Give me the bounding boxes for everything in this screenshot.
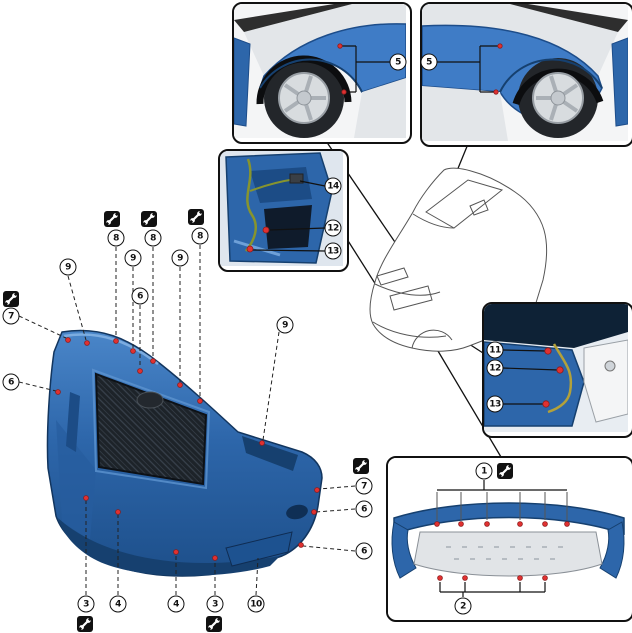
callout-11: 11	[486, 341, 504, 359]
callout-13-side: 13	[486, 395, 504, 413]
leader-lines	[18, 245, 356, 596]
inset-bumper-rear-detail	[218, 149, 349, 272]
bumper-side-detail-graphic	[484, 304, 628, 432]
callout-10: 10	[247, 595, 265, 613]
callout-8-2: 8	[144, 229, 162, 247]
wrench-icon	[104, 211, 120, 227]
front-bumper-cover	[46, 329, 323, 577]
inset-wheel-arch-left	[232, 2, 412, 144]
callout-6-right-upper: 6	[355, 500, 373, 518]
callout-9-1: 9	[59, 258, 77, 276]
callout-7-right: 7	[355, 477, 373, 495]
callout-9-3: 9	[171, 249, 189, 267]
callout-14: 14	[324, 177, 342, 195]
bumper-rear-detail-graphic	[220, 151, 343, 266]
fastener-dots	[55, 337, 320, 561]
callout-13-rear: 13	[324, 242, 342, 260]
inset-wheel-arch-right	[420, 2, 632, 147]
headlamp-recess	[242, 436, 298, 471]
callout-8-3: 8	[191, 227, 209, 245]
grille-mesh	[94, 372, 208, 486]
callout-2: 2	[454, 597, 472, 615]
callout-1: 1	[475, 462, 493, 480]
wheel-arch-left-graphic	[234, 4, 406, 138]
callout-5-right-inset: 5	[420, 53, 438, 71]
wheel-arch-right-graphic	[422, 4, 628, 141]
callout-12-side: 12	[486, 359, 504, 377]
callout-6-right-lower: 6	[355, 542, 373, 560]
callout-8-1: 8	[107, 229, 125, 247]
callout-5-left-inset: 5	[389, 53, 407, 71]
callout-9-4: 9	[276, 316, 294, 334]
inset-lower-bumper	[386, 456, 632, 622]
callout-9-2: 9	[124, 249, 142, 267]
emblem-mount	[136, 391, 164, 409]
wrench-icon	[3, 291, 19, 307]
callout-6-center: 6	[131, 287, 149, 305]
wrench-icon	[497, 463, 513, 479]
lower-garnish	[225, 531, 293, 567]
callout-3-left: 3	[77, 595, 95, 613]
callout-12-rear: 12	[324, 219, 342, 237]
wrench-icon	[353, 458, 369, 474]
wrench-icon	[188, 209, 204, 225]
callout-4-right: 4	[167, 595, 185, 613]
wrench-icon	[77, 616, 93, 632]
callout-3-right: 3	[206, 595, 224, 613]
fog-lamp-recess	[286, 504, 308, 520]
wrench-icon	[206, 616, 222, 632]
callout-7-left: 7	[2, 307, 20, 325]
callout-6-left: 6	[2, 373, 20, 391]
lower-bumper-graphic	[388, 458, 628, 616]
callout-4-left: 4	[109, 595, 127, 613]
wrench-icon	[141, 211, 157, 227]
inset-bumper-side-detail	[482, 302, 632, 438]
